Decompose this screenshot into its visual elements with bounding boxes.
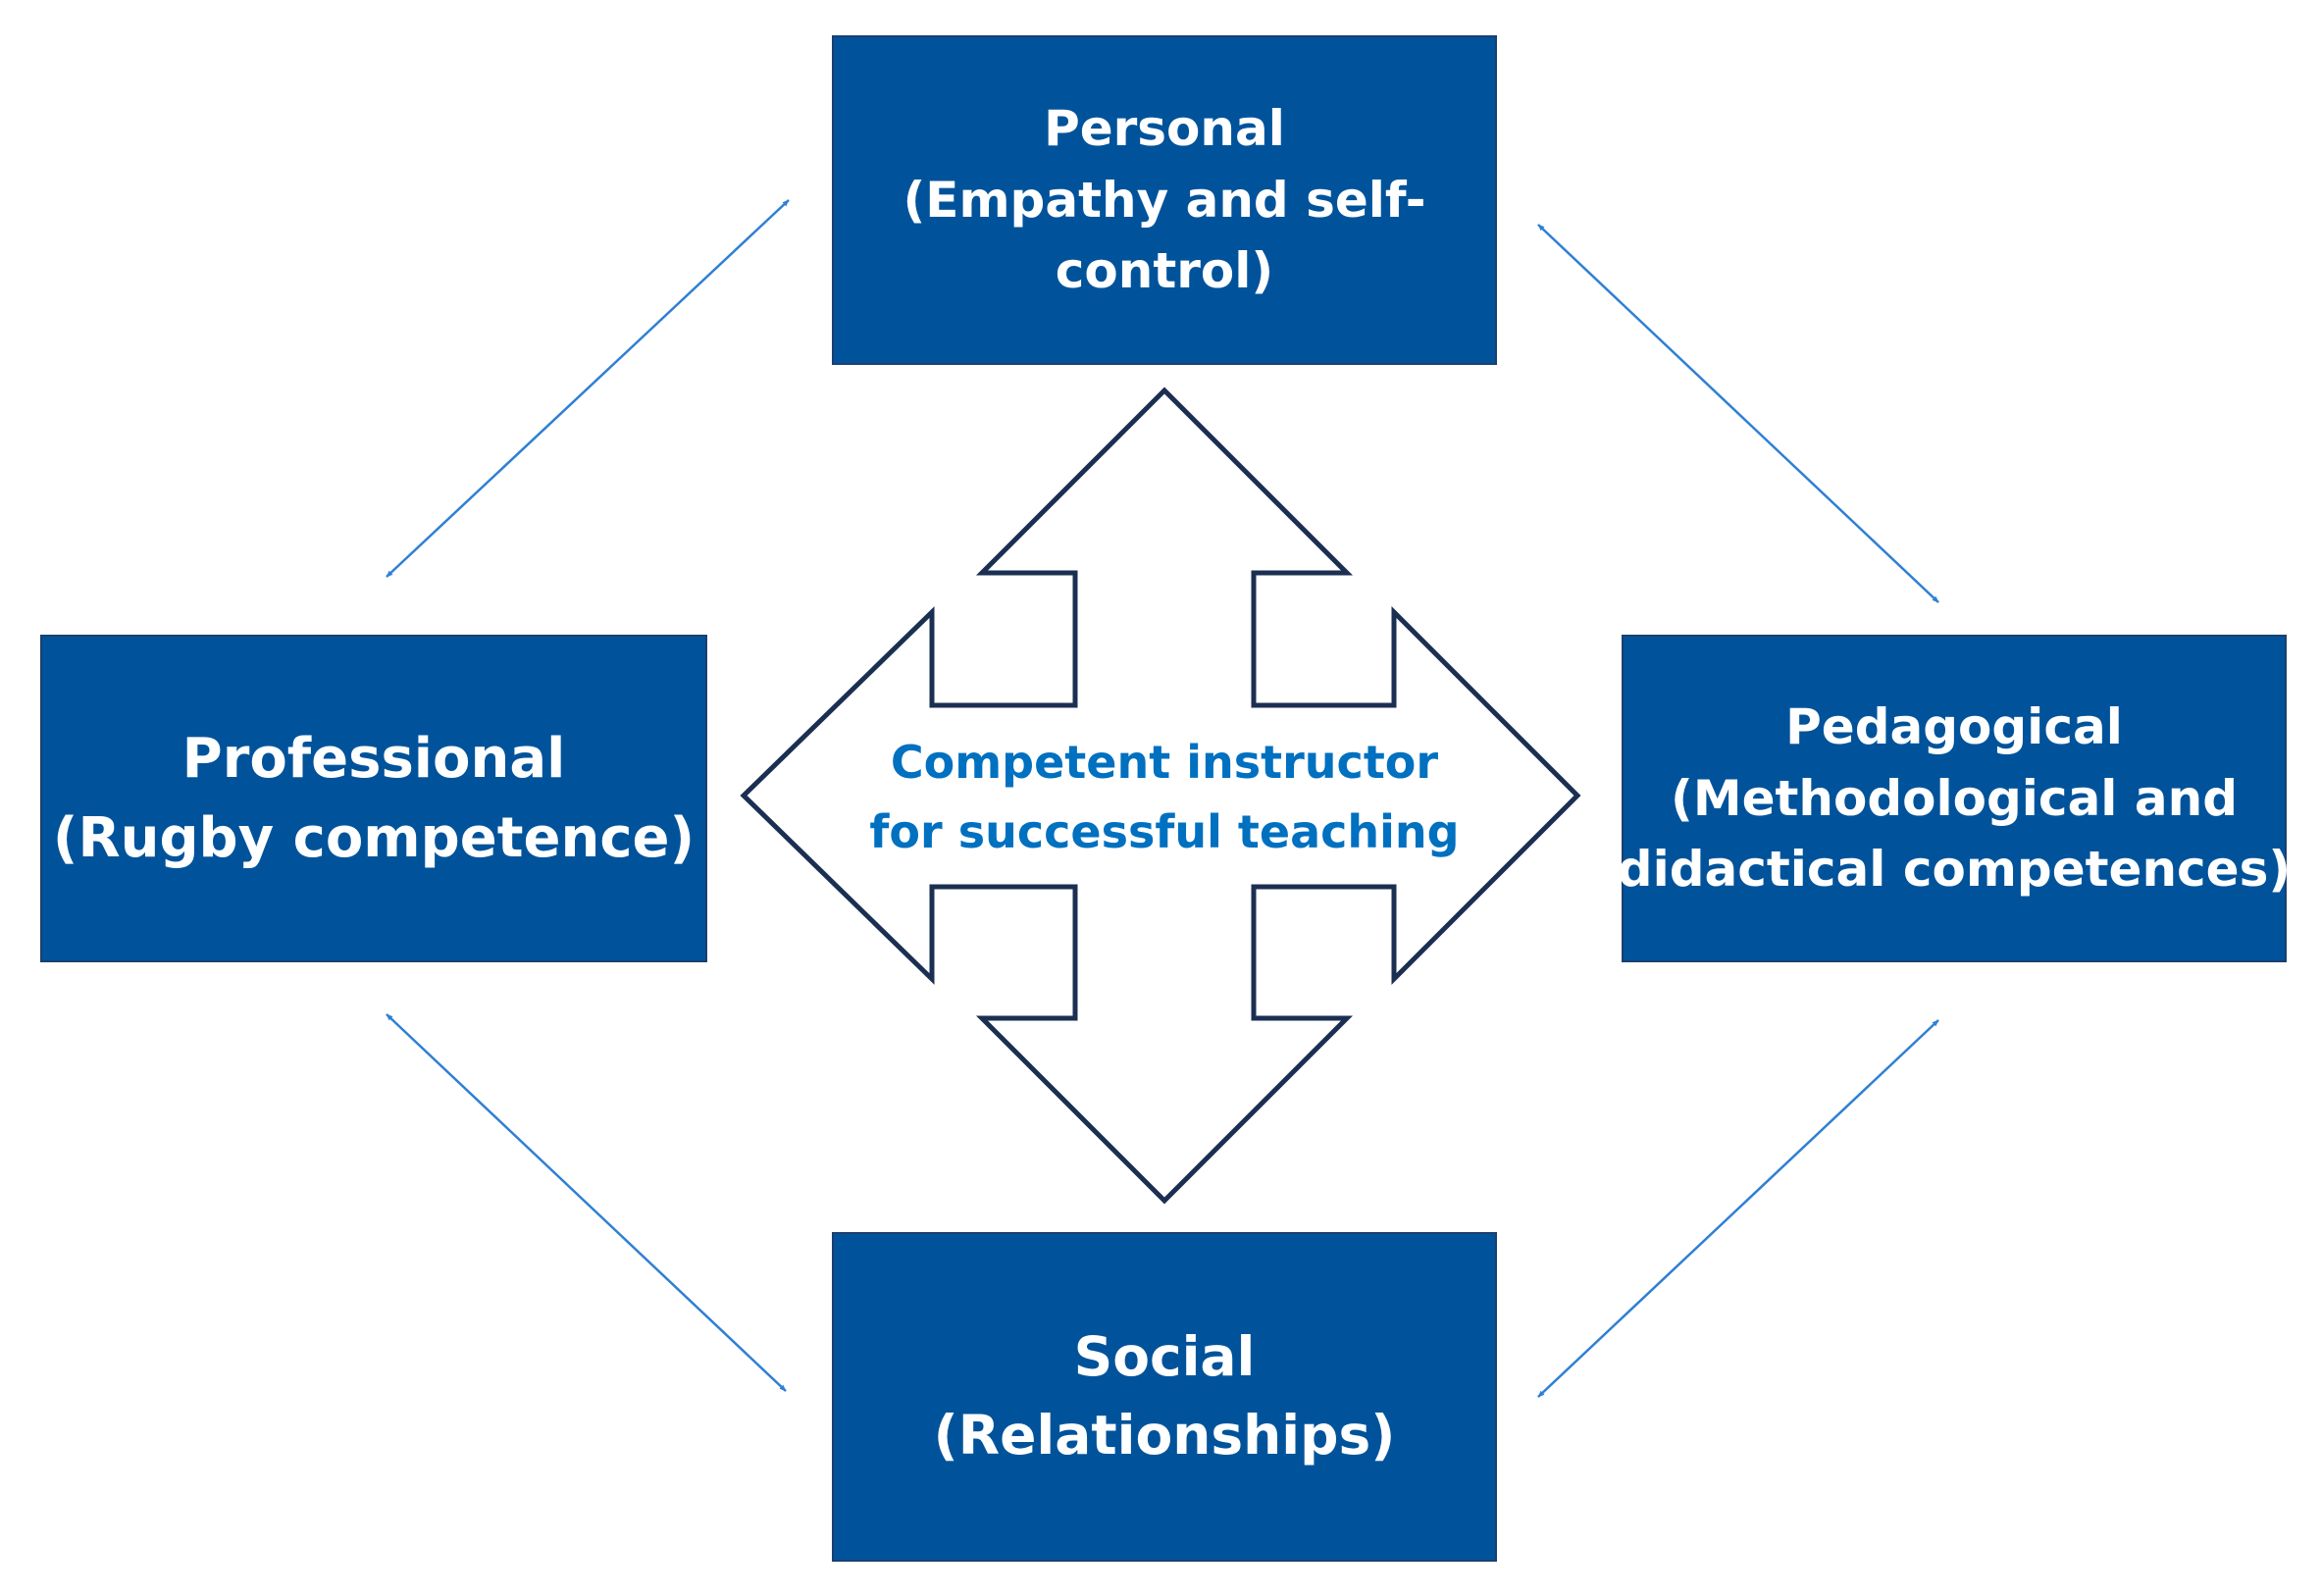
connector-personal-professional [386,199,790,578]
personal-subtitle-line2: control) [1055,242,1274,300]
social-title: Social [1073,1325,1256,1389]
center-label: Competent instructor for successful teac… [846,728,1483,868]
professional-box: Professional (Rugby competence) [40,635,707,962]
pedagogical-label: Pedagogical (Methodological and didactic… [1618,692,2291,905]
professional-title: Professional [181,726,566,791]
pedagogical-box: Pedagogical (Methodological and didactic… [1618,635,2291,962]
center-label-line2: for successful teaching [869,805,1460,859]
pedagogical-title: Pedagogical [1785,698,2123,756]
professional-subtitle: (Rugby competence) [52,806,696,870]
four-way-arrow-shape [740,386,1581,1205]
social-label: Social (Relationships) [934,1318,1396,1475]
pedagogical-subtitle-line2: didactical competences) [1617,841,2292,899]
center-label-line1: Competent instructor [890,736,1439,789]
personal-title: Personal [1044,100,1285,158]
connector-professional-social [386,1013,787,1392]
personal-subtitle-line1: (Empathy and self- [903,171,1426,229]
connector-pedagogical-social [1537,1019,1939,1398]
connector-personal-pedagogical [1537,224,1939,603]
personal-label: Personal (Empathy and self- control) [903,93,1425,307]
professional-label: Professional (Rugby competence) [53,719,695,878]
social-box: Social (Relationships) [832,1232,1497,1562]
social-subtitle: (Relationships) [933,1404,1396,1467]
pedagogical-subtitle-line1: (Methodological and [1671,769,2238,827]
personal-box: Personal (Empathy and self- control) [832,35,1497,365]
